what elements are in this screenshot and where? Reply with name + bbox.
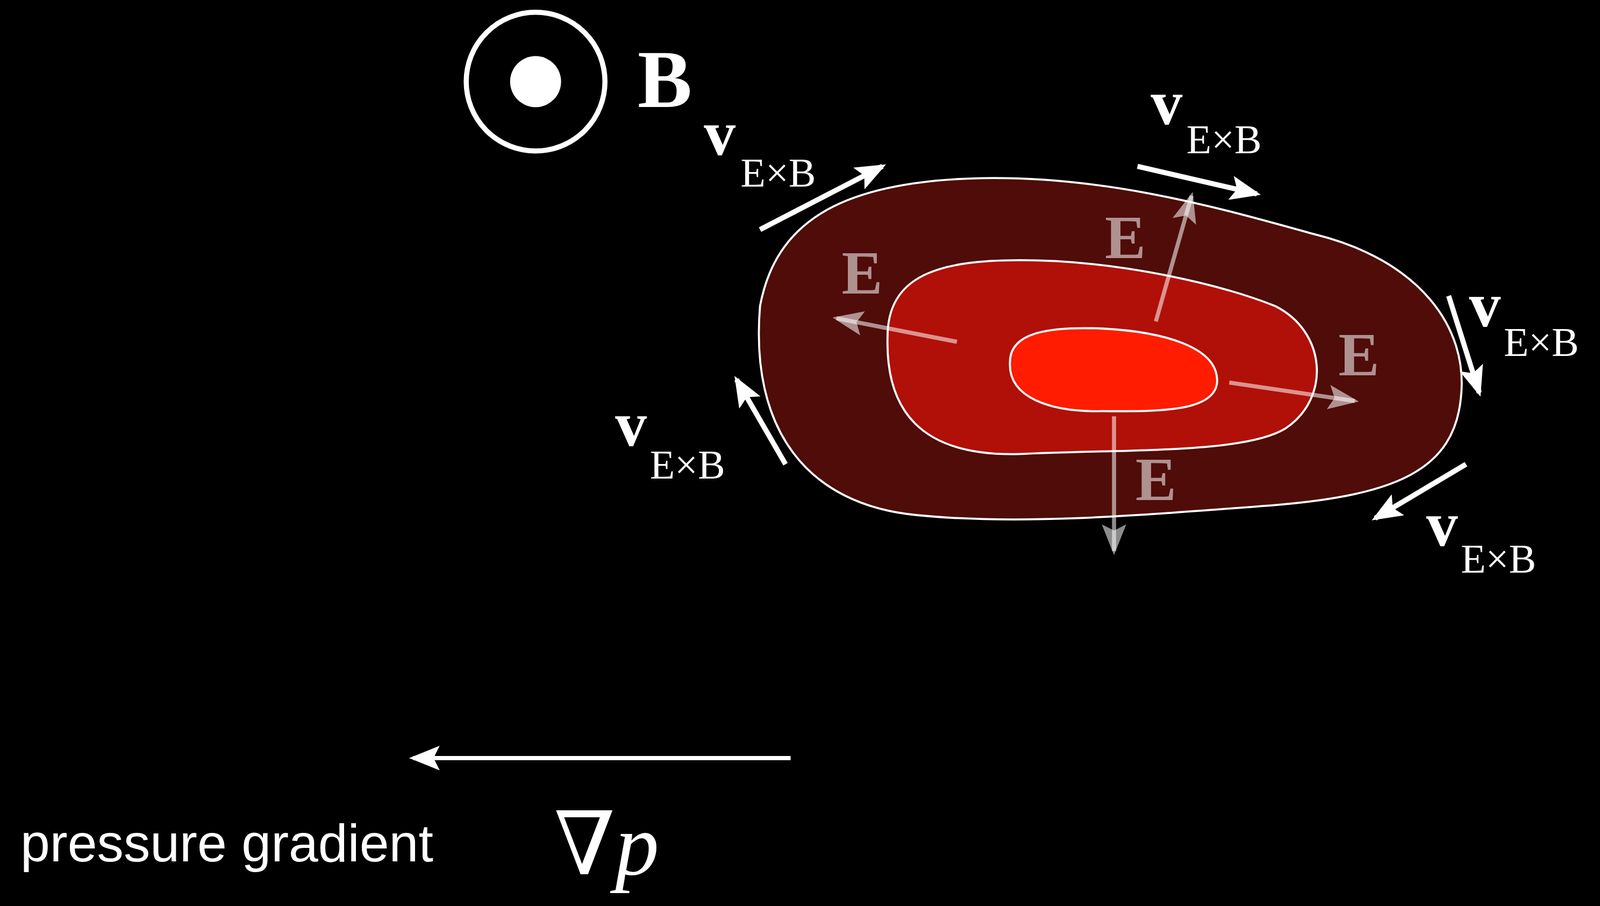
drift-subscript: E×B	[740, 153, 817, 195]
axis-label: pressure gradient	[20, 816, 434, 870]
gradient-symbol: ∇p	[553, 801, 660, 889]
field-label: B	[637, 38, 692, 121]
e-field-label: E	[1104, 206, 1146, 269]
e-field-label: E	[1135, 448, 1177, 511]
field-dot	[510, 55, 562, 107]
drift-symbol: v	[1426, 493, 1459, 557]
e-field-arrows	[836, 195, 1355, 551]
middle-contour	[887, 260, 1318, 455]
gradient-arrow	[412, 755, 791, 761]
drift-subscript: E×B	[1186, 119, 1262, 161]
drift-subscript: E×B	[1503, 322, 1580, 364]
drift-subscript: E×B	[650, 444, 726, 486]
drift-symbol: v	[1150, 71, 1183, 135]
drift-arrows	[736, 166, 1480, 519]
drift-subscript: E×B	[1460, 538, 1537, 580]
inner-contour	[1009, 327, 1217, 412]
drift-symbol: v	[1468, 273, 1501, 338]
e-field-label: E	[1338, 324, 1380, 386]
outer-contour	[758, 177, 1462, 520]
drift-symbol: v	[615, 393, 647, 457]
e-field-label: E	[841, 243, 883, 305]
field-ring	[466, 12, 605, 152]
drift-symbol: v	[703, 102, 736, 166]
